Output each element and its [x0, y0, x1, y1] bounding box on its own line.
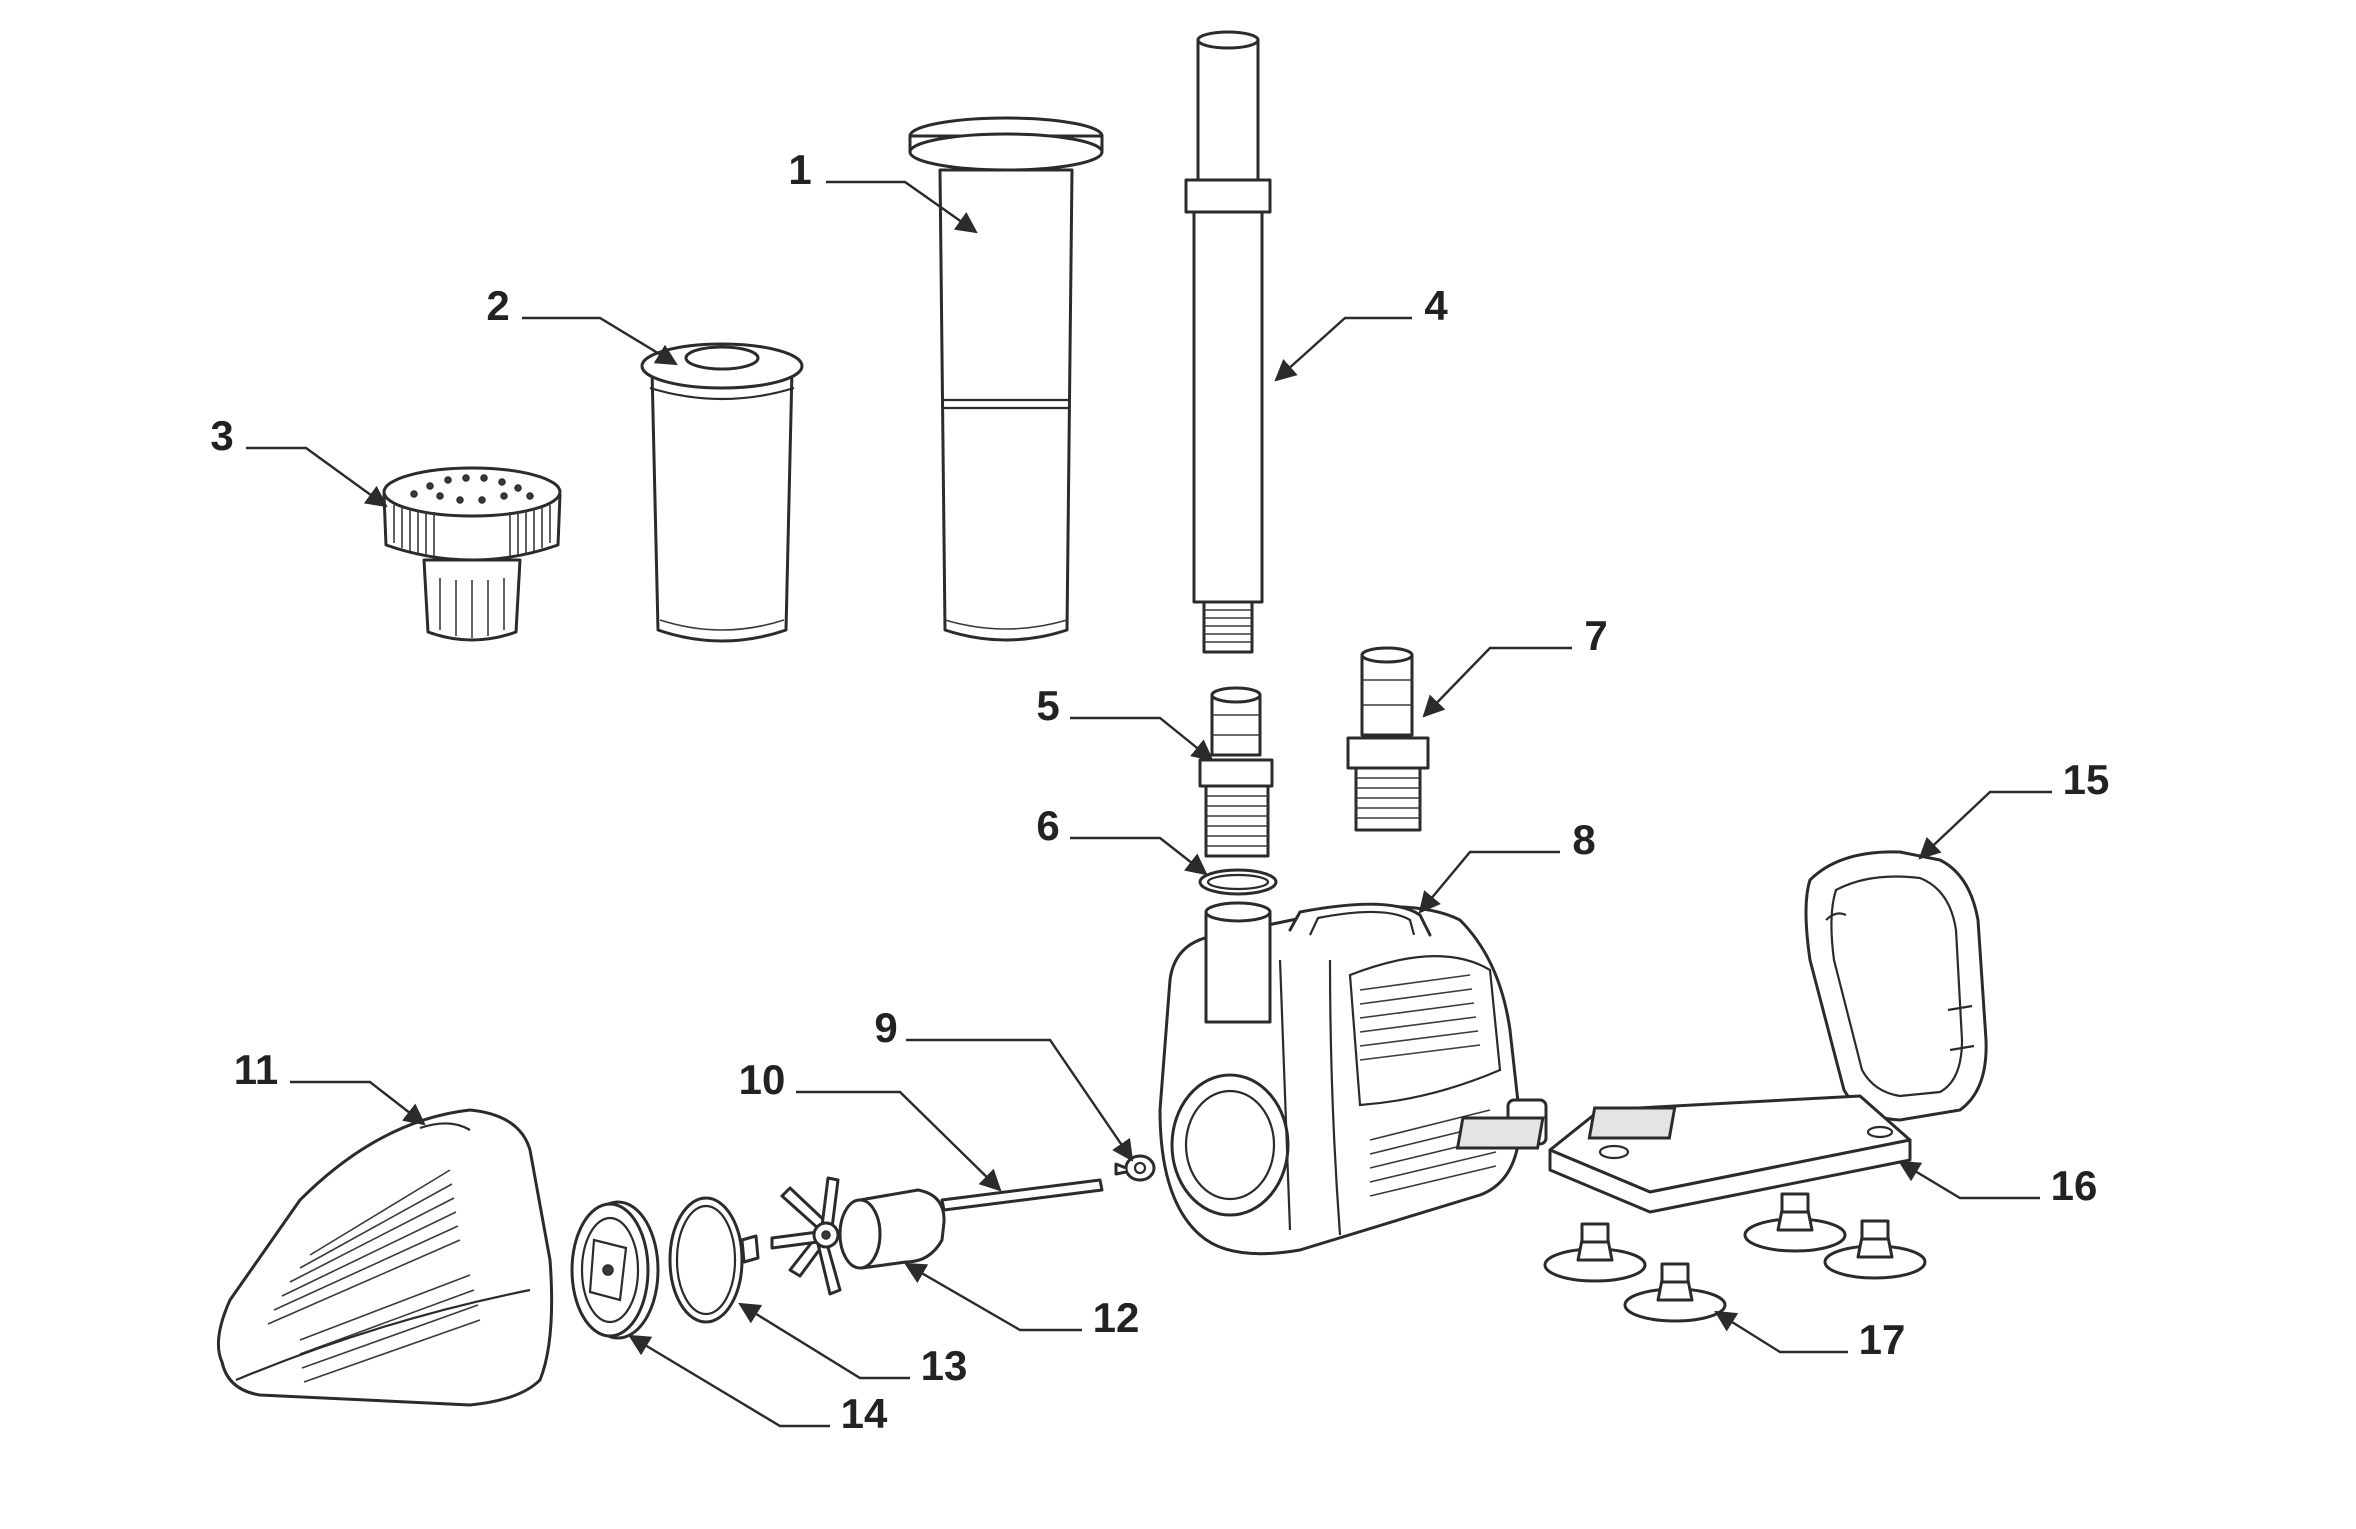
leader-7 [1422, 646, 1572, 718]
part-13-o-ring-seal [668, 1196, 760, 1324]
callout-12: 12 [1093, 1294, 1140, 1341]
leader-4 [1274, 316, 1412, 382]
part-3-fountain-head [382, 466, 562, 642]
part-2-bell-nozzle [640, 342, 804, 643]
leader-5 [1070, 716, 1214, 762]
leader-15 [1918, 790, 2052, 860]
part-6-o-ring [1198, 868, 1278, 896]
suction-cup-c [1743, 1192, 1847, 1253]
leader-9 [906, 1038, 1134, 1162]
callout-2: 2 [486, 282, 509, 329]
leader-12 [904, 1262, 1082, 1332]
callout-5: 5 [1036, 682, 1059, 729]
leader-2 [522, 316, 678, 366]
part-12-rotor-impeller [770, 1176, 946, 1296]
leader-1 [826, 180, 978, 234]
callout-11: 11 [234, 1046, 278, 1093]
part-11-filter-cover [216, 1108, 554, 1407]
leader-13 [738, 1302, 910, 1380]
suction-cup-d [1823, 1219, 1927, 1280]
callout-14: 14 [841, 1390, 888, 1437]
callout-10: 10 [739, 1056, 786, 1103]
leader-17 [1714, 1310, 1848, 1354]
leader-10 [796, 1090, 1002, 1192]
leader-6 [1070, 836, 1208, 876]
part-17-suction-cups [1543, 1192, 1927, 1323]
part-15-rear-frame [1804, 850, 1988, 1122]
part-8-pump-body [1158, 901, 1548, 1256]
leader-11 [290, 1080, 426, 1126]
part-7-hose-adapter-large [1346, 646, 1430, 832]
part-4-riser-pipe [1184, 30, 1272, 654]
part-1-extension-tube [908, 116, 1104, 642]
suction-cup-a [1543, 1222, 1647, 1283]
leader-8 [1418, 850, 1560, 914]
suction-cup-b [1623, 1262, 1727, 1323]
callout-13: 13 [921, 1342, 968, 1389]
callout-15: 15 [2063, 756, 2110, 803]
part-9-bearing [1114, 1154, 1156, 1182]
leader-16 [1898, 1160, 2040, 1200]
callout-1: 1 [788, 146, 811, 193]
part-10-shaft [940, 1178, 1104, 1212]
callout-4: 4 [1424, 282, 1448, 329]
callout-7: 7 [1584, 612, 1607, 659]
part-14-volute-cover [570, 1200, 660, 1340]
part-16-base-plate [1455, 1094, 1912, 1214]
callout-6: 6 [1036, 802, 1059, 849]
leader-lines [246, 180, 2052, 1428]
callout-8: 8 [1572, 816, 1595, 863]
callout-3: 3 [210, 412, 233, 459]
leader-3 [246, 446, 388, 508]
leader-14 [628, 1334, 830, 1428]
part-5-hose-adapter [1198, 686, 1274, 858]
callout-17: 17 [1859, 1316, 1906, 1363]
callout-numbers: 1 2 3 4 5 6 7 8 9 10 11 12 13 14 15 16 1… [210, 146, 2109, 1437]
callout-16: 16 [2051, 1162, 2098, 1209]
callout-9: 9 [874, 1004, 897, 1051]
